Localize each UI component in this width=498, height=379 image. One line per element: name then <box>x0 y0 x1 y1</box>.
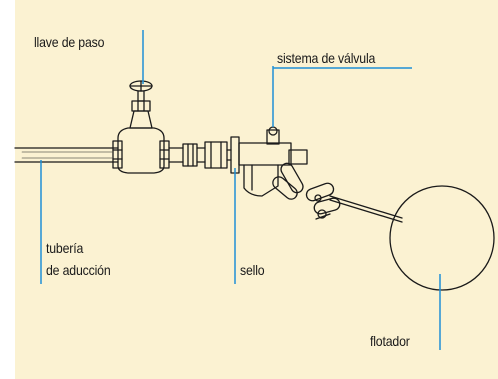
label-sello: sello <box>240 262 265 278</box>
connector-pipe <box>168 141 228 169</box>
label-llave-de-paso: llave de paso <box>34 34 105 50</box>
gate-valve <box>112 80 170 174</box>
label-tuberia-line2: de aducción <box>46 262 111 278</box>
inlet-pipe <box>14 147 119 163</box>
label-flotador: flotador <box>370 333 410 349</box>
label-sistema-de-valvula: sistema de válvula <box>277 50 376 66</box>
diagram-panel <box>15 0 498 379</box>
label-tuberia-line1: tubería <box>46 240 84 256</box>
float-assembly <box>329 185 495 291</box>
